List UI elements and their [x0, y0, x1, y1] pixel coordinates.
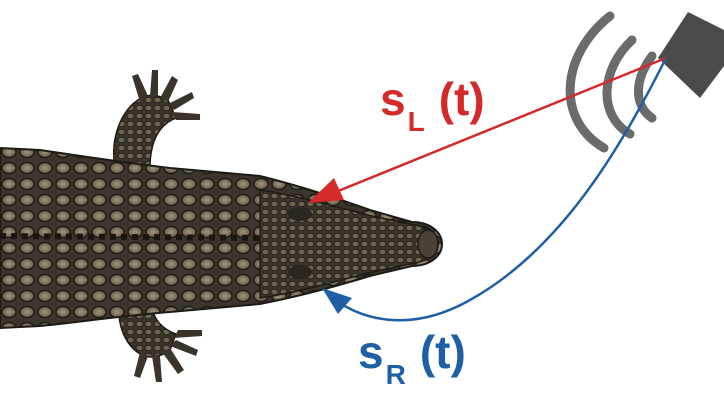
crocodile-eye-upper: [288, 207, 312, 221]
left-signal-subscript: L: [408, 106, 425, 137]
speaker-cone: [658, 12, 724, 98]
crocodile-nose: [417, 229, 439, 259]
right-arrowhead: [322, 288, 352, 314]
right-signal-label: sR (t): [358, 326, 466, 390]
sound-waves-icon: [565, 11, 657, 153]
right-signal-symbol: s: [358, 326, 384, 378]
speaker-icon: [565, 11, 724, 153]
left-signal-argument: (t): [439, 73, 485, 125]
left-signal-path: [308, 56, 667, 203]
left-arrowhead: [308, 178, 344, 203]
right-signal-subscript: R: [386, 359, 406, 390]
crocodile-icon: [0, 70, 444, 382]
crocodile-front-leg-upper: [113, 70, 200, 169]
right-signal-argument: (t): [420, 326, 466, 378]
right-signal-path: [322, 57, 668, 322]
left-signal-label: sL (t): [380, 73, 485, 137]
crocodile-eye-lower: [288, 265, 312, 279]
left-signal-symbol: s: [380, 73, 406, 125]
